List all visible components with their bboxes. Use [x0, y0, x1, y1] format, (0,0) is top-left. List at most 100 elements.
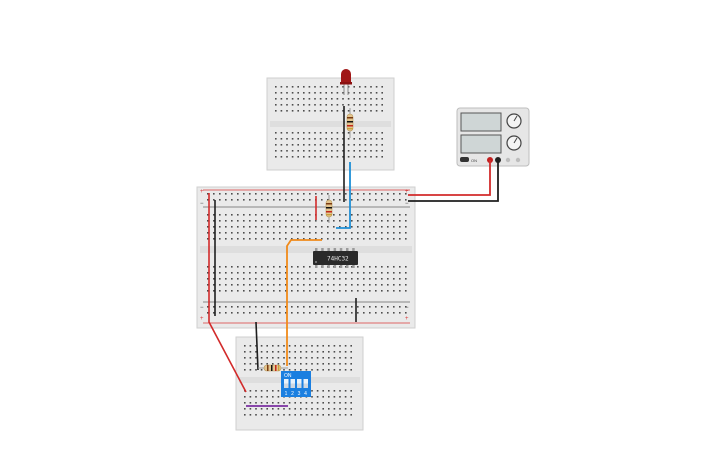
board-hole[interactable] [316, 402, 319, 404]
board-hole[interactable] [336, 150, 339, 152]
board-hole[interactable] [286, 156, 288, 158]
rail-hole[interactable] [273, 312, 275, 314]
breadboard-top[interactable] [266, 77, 395, 171]
board-hole[interactable] [249, 345, 252, 347]
board-hole[interactable] [267, 214, 269, 216]
board-hole[interactable] [279, 266, 281, 268]
board-hole[interactable] [327, 232, 329, 234]
board-hole[interactable] [231, 232, 233, 234]
board-hole[interactable] [297, 150, 299, 152]
rail-hole[interactable] [291, 312, 293, 314]
board-hole[interactable] [328, 396, 330, 398]
board-hole[interactable] [279, 278, 281, 280]
board-hole[interactable] [399, 220, 401, 222]
board-hole[interactable] [273, 232, 275, 234]
board-hole[interactable] [294, 414, 296, 416]
board-hole[interactable] [261, 214, 263, 216]
board-hole[interactable] [328, 363, 330, 365]
rail-hole[interactable] [369, 306, 371, 308]
rail-hole[interactable] [327, 199, 329, 201]
board-hole[interactable] [364, 132, 367, 134]
board-hole[interactable] [286, 150, 288, 152]
board-hole[interactable] [315, 290, 317, 292]
board-hole[interactable] [375, 232, 377, 234]
board-hole[interactable] [339, 290, 341, 292]
board-hole[interactable] [303, 220, 305, 222]
board-hole[interactable] [267, 272, 269, 274]
board-hole[interactable] [381, 226, 383, 228]
board-hole[interactable] [249, 214, 251, 216]
rail-hole[interactable] [237, 199, 239, 201]
rail-hole[interactable] [381, 312, 383, 314]
board-hole[interactable] [311, 414, 313, 416]
board-hole[interactable] [272, 408, 274, 410]
board-hole[interactable] [342, 156, 344, 158]
rail-hole[interactable] [333, 312, 335, 314]
board-hole[interactable] [342, 144, 344, 146]
board-hole[interactable] [225, 290, 227, 292]
board-hole[interactable] [359, 132, 361, 134]
board-hole[interactable] [305, 357, 308, 359]
board-hole[interactable] [364, 144, 367, 146]
rail-hole[interactable] [387, 193, 389, 195]
board-hole[interactable] [279, 284, 281, 286]
rail-hole[interactable] [339, 193, 341, 195]
board-hole[interactable] [311, 369, 313, 371]
board-hole[interactable] [359, 110, 361, 112]
board-hole[interactable] [255, 272, 257, 274]
rail-hole[interactable] [219, 306, 221, 308]
board-hole[interactable] [303, 86, 305, 88]
rail-hole[interactable] [351, 306, 353, 308]
rail-hole[interactable] [243, 193, 245, 195]
board-hole[interactable] [303, 156, 305, 158]
board-hole[interactable] [207, 272, 209, 274]
board-hole[interactable] [314, 132, 316, 134]
rail-hole[interactable] [339, 199, 341, 201]
board-hole[interactable] [316, 369, 319, 371]
board-hole[interactable] [285, 214, 287, 216]
rail-hole[interactable] [393, 312, 395, 314]
board-hole[interactable] [327, 278, 329, 280]
board-hole[interactable] [244, 357, 246, 359]
board-hole[interactable] [370, 144, 372, 146]
board-hole[interactable] [370, 86, 372, 88]
rail-hole[interactable] [255, 312, 257, 314]
rail-hole[interactable] [309, 312, 311, 314]
board-hole[interactable] [381, 110, 383, 112]
rail-hole[interactable] [375, 312, 377, 314]
board-hole[interactable] [303, 232, 305, 234]
board-hole[interactable] [260, 363, 263, 365]
board-hole[interactable] [405, 278, 407, 280]
board-hole[interactable] [322, 414, 324, 416]
board-hole[interactable] [314, 92, 316, 94]
board-hole[interactable] [249, 232, 251, 234]
board-hole[interactable] [294, 351, 296, 353]
board-hole[interactable] [357, 214, 359, 216]
board-hole[interactable] [322, 363, 324, 365]
board-hole[interactable] [309, 226, 311, 228]
board-hole[interactable] [344, 369, 347, 371]
rail-hole[interactable] [243, 312, 245, 314]
board-hole[interactable] [325, 156, 327, 158]
rail-hole[interactable] [267, 306, 269, 308]
board-hole[interactable] [405, 232, 407, 234]
board-hole[interactable] [381, 132, 383, 134]
board-hole[interactable] [339, 357, 341, 359]
board-hole[interactable] [321, 226, 323, 228]
board-hole[interactable] [319, 86, 322, 88]
board-hole[interactable] [359, 98, 361, 100]
board-hole[interactable] [316, 357, 319, 359]
board-hole[interactable] [231, 238, 233, 240]
board-hole[interactable] [297, 104, 299, 106]
board-hole[interactable] [327, 238, 329, 240]
board-hole[interactable] [333, 232, 335, 234]
board-hole[interactable] [267, 284, 269, 286]
board-hole[interactable] [364, 138, 367, 140]
board-hole[interactable] [300, 345, 302, 347]
board-hole[interactable] [207, 284, 209, 286]
board-hole[interactable] [231, 272, 233, 274]
rail-hole[interactable] [237, 306, 239, 308]
board-hole[interactable] [336, 144, 339, 146]
board-hole[interactable] [309, 284, 311, 286]
board-hole[interactable] [364, 92, 367, 94]
